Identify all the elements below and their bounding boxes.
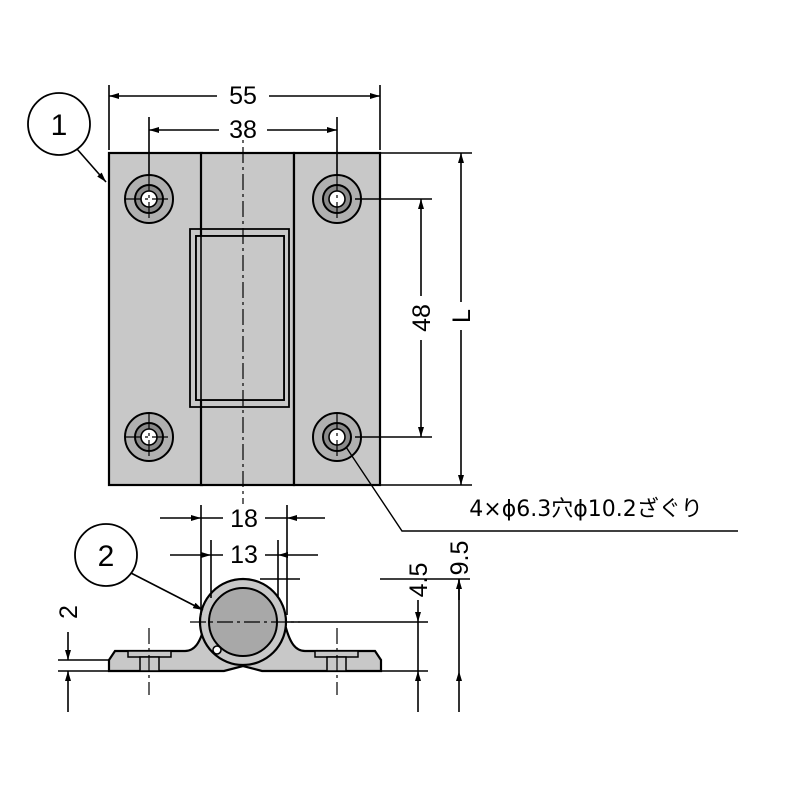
side-view (107, 577, 383, 695)
dim-leaf-thickness: 2 (55, 605, 83, 619)
hole-note: 4×ϕ6.3穴ϕ10.2ざぐり (469, 496, 702, 522)
side-pin-hole (212, 645, 222, 655)
dim-axis-height: 4.5 (405, 563, 433, 598)
dim-hole-pitch-x: 38 (229, 116, 257, 144)
callout-1-label: 1 (51, 109, 68, 142)
dims-side-view: 18 13 2 4.5 9.5 (55, 504, 474, 712)
knuckle-slot-fill (195, 235, 285, 401)
hole-note-leader (345, 446, 738, 532)
dim-overall-width: 55 (229, 82, 257, 110)
dim-hole-pitch-y: 48 (408, 304, 436, 332)
callout-2: 2 (74, 523, 204, 611)
dims-top-view: 55 38 L 48 4×ϕ6.3穴ϕ10.2ざぐり (108, 80, 738, 532)
callout-1: 1 (27, 92, 107, 183)
top-view (107, 120, 382, 525)
dim-knuckle-outer: 18 (230, 505, 258, 533)
dim-overall-height: 9.5 (446, 541, 474, 576)
callout-2-label: 2 (98, 540, 115, 573)
dim-length: L (448, 309, 476, 323)
dim-knuckle-inner: 13 (230, 541, 258, 569)
